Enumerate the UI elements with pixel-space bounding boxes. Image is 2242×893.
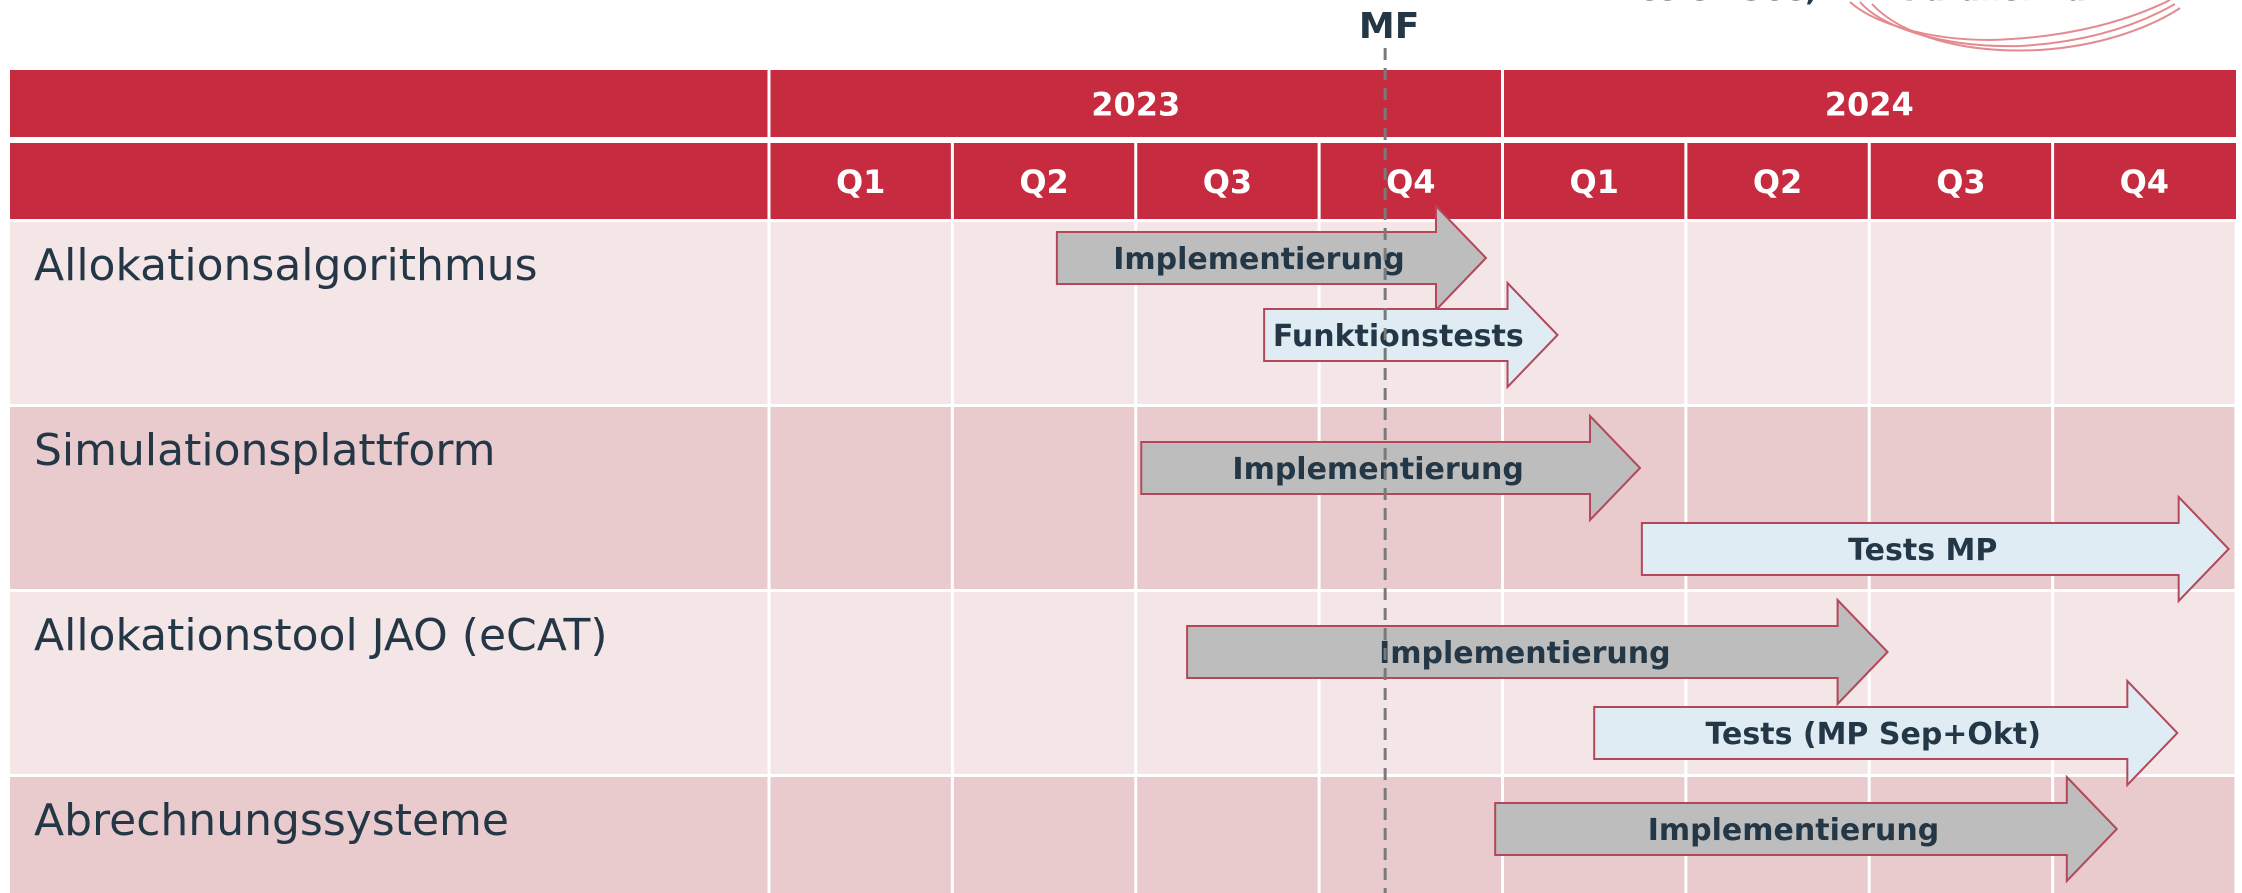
swimlane-label: Allokationsalgorithmus [34,240,538,291]
quarter-label: Q2 [1753,163,1802,201]
task-arrow [1263,280,1559,390]
task-label: Implementierung [1648,813,1939,848]
task-arrow [1640,494,2231,604]
swimlane-label: Allokationstool JAO (eCAT) [34,610,607,661]
swimlane-label: Abrechnungssysteme [34,795,509,846]
swimlane-label: Simulationsplattform [34,425,496,476]
task-arrows: ImplementierungFunktionstestsImplementie… [1055,0,2231,884]
task-label: Implementierung [1232,452,1523,487]
quarter-label: Q4 [1386,163,1435,201]
task-arrow [1140,413,1642,523]
task-label: Tests MP [1848,533,1997,568]
quarter-label: Q1 [836,163,885,201]
year-label: 2024 [1825,86,1914,124]
quarter-label: Q4 [2120,163,2169,201]
quarter-label: Q1 [1569,163,1618,201]
logo-swoosh [1849,0,2181,52]
milestone-label: MF [1359,6,1419,47]
task-arrow [1494,774,2119,884]
task-label: Tests TSOs; Ext. Parallel Run [1622,0,2107,8]
quarter-header-band [10,143,2236,219]
task-arrow [1055,203,1488,313]
task-arrow [1593,678,2179,788]
year-label: 2023 [1091,86,1180,124]
task-arrow [1186,597,1889,707]
task-label: Funktionstests [1273,319,1524,354]
quarter-label: Q3 [1936,163,1985,201]
task-label: Implementierung [1379,636,1670,671]
year-header-band [10,70,2236,137]
task-label: Tests (MP Sep+Okt) [1706,717,2041,752]
quarter-label: Q3 [1203,163,1252,201]
milestone-marker: MF [1359,6,1419,893]
quarter-label: Q2 [1019,163,1068,201]
task-label: Implementierung [1113,242,1404,277]
